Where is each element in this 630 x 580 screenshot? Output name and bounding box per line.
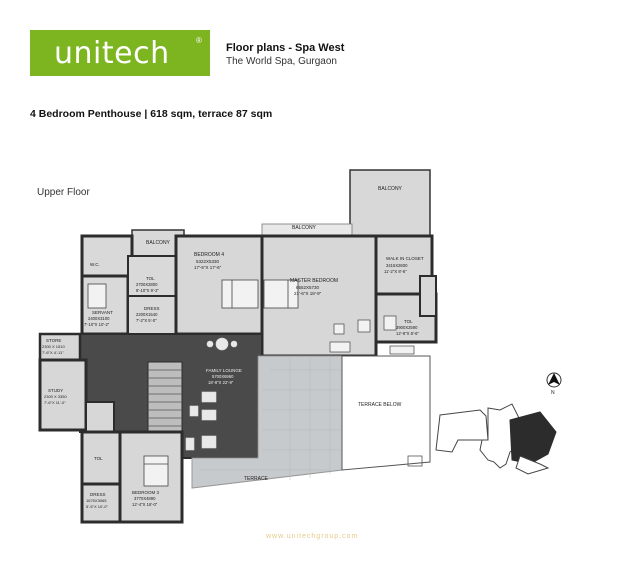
toilet-mid-imperial: 8'-10"X 9'-2" (136, 288, 159, 293)
study-metric: 2300 X 3350 (44, 394, 67, 399)
page-subtitle: The World Spa, Gurgaon (226, 56, 337, 67)
toilet-right-label: TOL (404, 319, 413, 324)
balcony-top-right (349, 169, 431, 237)
wc-label: W.C. (90, 262, 100, 267)
bedroom-4-metric: 5322X5330 (196, 259, 220, 264)
dining-set (185, 337, 238, 451)
servant-imperial: 7'-10"X 10'-2" (84, 322, 110, 327)
bedroom-3-metric: 3770X4890 (134, 496, 156, 501)
dress-low (80, 482, 122, 524)
balcony-left-label: BALCONY (146, 240, 171, 246)
staircase (147, 361, 183, 435)
master-furniture (329, 315, 415, 355)
dress-low-imperial: 5'-5"X 10'-0" (86, 504, 109, 509)
family-lounge-label: FAMILY LOUNGE (206, 368, 242, 373)
plan-description: 4 Bedroom Penthouse | 618 sqm, terrace 8… (30, 108, 273, 120)
toilet-mid-metric: 2700X2800 (136, 282, 158, 287)
compass-icon (546, 372, 562, 388)
unitech-logo: unitech ® (30, 30, 210, 76)
bedroom-4-label: BEDROOM 4 (194, 252, 224, 258)
walk-in-label: WALK IN CLOSET (386, 256, 424, 261)
dress-mid-metric: 2200X1540 (136, 312, 158, 317)
master-bedroom-label: MASTER BEDROOM (290, 278, 338, 284)
terrace-below-planter (407, 455, 423, 467)
study-label: STUDY (48, 388, 63, 393)
dress-mid-label: DRESS (144, 306, 160, 311)
terrace-label: TERRACE (244, 476, 269, 482)
servant-label: SERVANT (92, 310, 113, 315)
walk-in-metric: 3415X2600 (386, 263, 408, 268)
balcony-top-right-label: BALCONY (378, 186, 403, 192)
toilet-mid-label: TOL (146, 276, 155, 281)
dress-low-label: DRESS (90, 492, 106, 497)
family-lounge-imperial: 18'-8"X 22'-9" (208, 380, 234, 385)
terrace-below-outline (341, 355, 431, 471)
logo-registered-mark: ® (196, 36, 202, 45)
logo-text: unitech (54, 36, 170, 71)
walk-in-imperial: 11'-2"X 8'-6" (384, 269, 407, 274)
wc-room (80, 234, 134, 278)
servant-metric: 2400X3100 (88, 316, 110, 321)
bed-bedroom-4 (221, 279, 259, 309)
page-title: Floor plans - Spa West (226, 42, 345, 54)
store-metric: 2300 X 1510 (42, 344, 65, 349)
terrace-below-label: TERRACE BELOW (358, 402, 402, 408)
dress-mid-imperial: 7'-2"X 5'-0" (136, 318, 157, 323)
toilet-low-label: TOL (94, 456, 103, 461)
compass-north-label: N (551, 390, 555, 396)
toilet-right-annex (419, 275, 437, 317)
master-bedroom-imperial: 21'-6"X 18'-9" (294, 291, 322, 296)
floor-label: Upper Floor (37, 187, 90, 198)
dress-low-metric: 1675X3065 (86, 498, 107, 503)
stair-steps (148, 369, 182, 427)
toilet-right-imperial: 12'-9"X 8'-6" (396, 331, 419, 336)
bed-servant (87, 283, 107, 309)
family-lounge-metric: 5700X6960 (212, 374, 234, 379)
key-plan (435, 403, 557, 475)
store-label: STORE (46, 338, 61, 343)
master-bedroom-metric: 6552X5730 (296, 285, 320, 290)
small-toilet-left (85, 401, 115, 433)
bed-bedroom-3 (143, 455, 169, 487)
study-room (38, 358, 88, 432)
toilet-right-metric: 3900X2590 (396, 325, 418, 330)
terrace-grid (200, 356, 342, 480)
website-watermark: www.unitechgroup.com (266, 533, 359, 540)
bedroom-3-label: BEDROOM 3 (132, 490, 160, 495)
bedroom-4-imperial: 17'-5"X 17'-6" (194, 265, 222, 270)
bed-master (263, 279, 299, 309)
balcony-top-label: BALCONY (292, 225, 317, 231)
bedroom-3-imperial: 12'-4"X 16'-0" (132, 502, 158, 507)
study-imperial: 7'-6"X 11'-0" (44, 400, 66, 405)
store-imperial: 7'-6"X 4'-11" (42, 350, 64, 355)
store-room (38, 332, 82, 362)
